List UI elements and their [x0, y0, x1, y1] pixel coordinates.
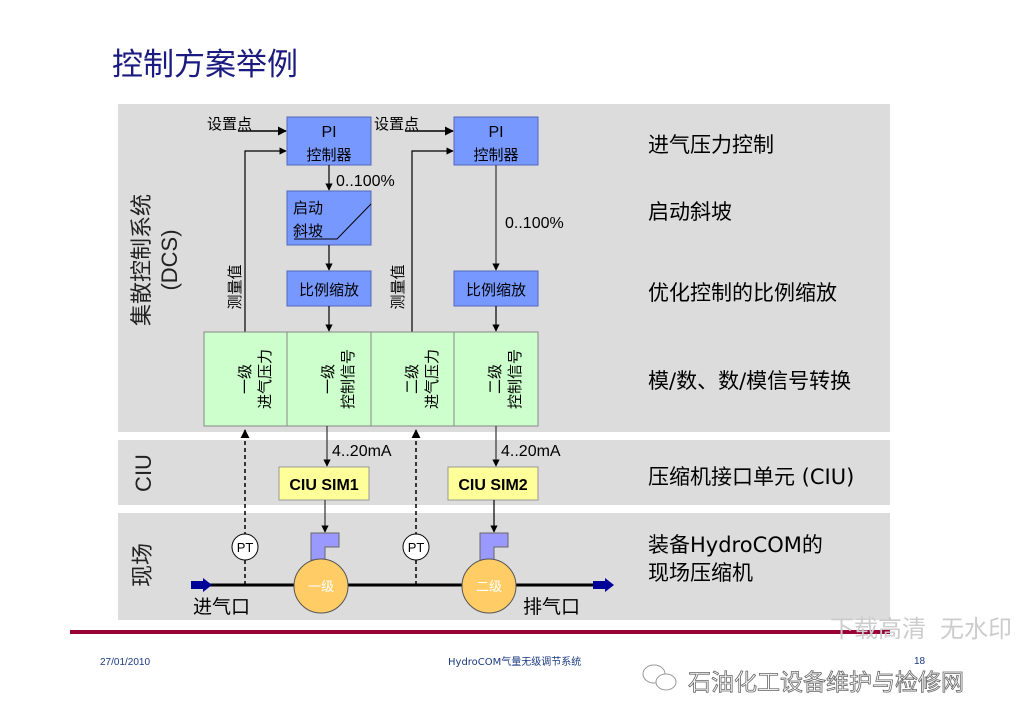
legend-item-1: 启动斜坡	[648, 200, 732, 224]
outlet-label: 排气口	[523, 596, 580, 618]
pi-controller-2-label: PI	[488, 124, 503, 141]
pi-controller-2-sublabel: 控制器	[473, 146, 518, 164]
pt-sensor-1	[231, 533, 259, 561]
ciu-band-label: CIU	[131, 454, 156, 492]
io-pressure-2-line1: 二级	[403, 364, 421, 394]
io-signal-1-line2: 控制信号	[339, 349, 357, 409]
legend-item-3: 模/数、数/模信号转换	[648, 369, 851, 393]
compressor-stage-2-label: 二级	[476, 580, 502, 595]
ramp-label-2: 斜坡	[293, 222, 323, 240]
compressor-stage-1-label: 一级	[308, 580, 334, 595]
watermark-overlay-line1: 下载高清	[830, 615, 926, 643]
io-signal-2-line1: 二级	[486, 364, 504, 394]
watermark-overlay-line2: 无水印	[940, 615, 1012, 643]
feedback-line-2	[411, 147, 454, 332]
actuator-icon-1	[310, 532, 340, 561]
ciu-sim1-label: CIU SIM1	[289, 477, 358, 494]
legend-item-6: 现场压缩机	[648, 561, 753, 585]
pt-label-1: PT	[237, 540, 254, 555]
output-label-1: 0..100%	[336, 173, 395, 190]
footer-page-number: 18	[914, 656, 926, 667]
pi-controller-1-label: PI	[321, 124, 336, 141]
actuator-icon-2	[479, 532, 509, 561]
footer-date: 27/01/2010	[100, 657, 150, 668]
pt-label-2: PT	[408, 540, 425, 555]
scaling-box-1	[286, 270, 372, 307]
scaling-box-2	[453, 270, 539, 307]
legend-item-0: 进气压力控制	[648, 133, 774, 157]
dcs-band-label: 集散控制系统	[130, 194, 155, 326]
feedback-line-1	[244, 147, 287, 332]
io-conversion-row	[203, 331, 539, 427]
output-label-2: 0..100%	[505, 215, 564, 232]
compressor-stage-2	[461, 558, 517, 614]
io-pressure-2-line2: 进气压力	[423, 349, 441, 409]
wechat-icon	[642, 664, 677, 691]
current-label-2: 4..20mA	[501, 443, 561, 460]
current-label-1: 4..20mA	[332, 443, 392, 460]
io-signal-1-line1: 一级	[319, 364, 337, 394]
setpoint-label-2: 设置点	[374, 115, 419, 133]
dcs-band-abbr: (DCS)	[157, 229, 182, 290]
ciu-sim1	[278, 466, 370, 501]
io-pressure-1-line2: 进气压力	[256, 349, 274, 409]
pt-sensor-2	[402, 533, 430, 561]
page-title: 控制方案举例	[112, 47, 298, 83]
watermark-source: 石油化工设备维护与检修网	[688, 670, 964, 696]
measured-label-1: 测量值	[226, 264, 244, 309]
legend-item-2: 优化控制的比例缩放	[648, 281, 837, 305]
inlet-arrow-icon	[191, 578, 212, 592]
ramp-label-1: 启动	[293, 199, 323, 217]
pi-controller-1-sublabel: 控制器	[306, 146, 351, 164]
ciu-sim2	[447, 466, 539, 501]
outlet-arrow-icon	[593, 578, 614, 592]
io-signal-2-line2: 控制信号	[506, 349, 524, 409]
compressor-stage-1	[293, 558, 349, 614]
legend-item-5: 装备HydroCOM的	[648, 533, 823, 557]
footer-title: HydroCOM气量无级调节系统	[448, 655, 581, 668]
measured-label-2: 测量值	[389, 264, 407, 309]
setpoint-label-1: 设置点	[207, 115, 252, 133]
pi-controller-1	[286, 116, 372, 166]
io-pressure-1-line1: 一级	[236, 364, 254, 394]
field-band-label: 现场	[131, 543, 156, 587]
ciu-sim2-label: CIU SIM2	[458, 477, 527, 494]
inlet-label: 进气口	[193, 596, 250, 618]
ramp-icon	[294, 203, 372, 240]
scaling-label-1: 比例缩放	[299, 281, 359, 299]
footer-rule	[70, 630, 890, 634]
legend-item-4: 压缩机接口单元 (CIU)	[648, 465, 854, 489]
scaling-label-2: 比例缩放	[466, 281, 526, 299]
